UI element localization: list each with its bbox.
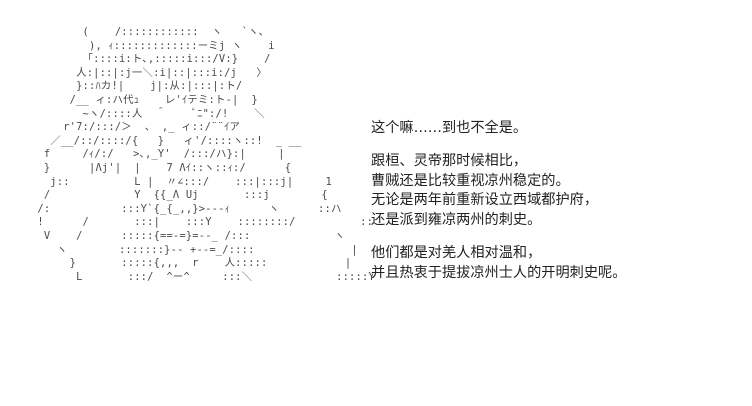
ascii-art-character: ( /:::::::::::: ヽ `ヽ、 ), ｨ:::::::::::::ー… bbox=[37, 26, 373, 283]
dialogue-paragraph: 跟桓、灵帝那时候相比， 曹贼还是比较重视凉州稳定的。 无论是两年前重新设立西域都… bbox=[371, 152, 741, 231]
dialogue-line: 这个嘛……到也不全是。 bbox=[371, 120, 528, 136]
dialogue-line: 还是派到雍凉两州的刺史。 bbox=[371, 212, 542, 229]
dialogue-paragraph: 这个嘛……到也不全是。 bbox=[371, 119, 741, 139]
dialogue-line: 无论是两年前重新设立西域都护府， bbox=[371, 192, 599, 209]
dialogue-line: 跟桓、灵帝那时候相比， bbox=[371, 152, 528, 169]
dialogue-line: 曹贼还是比较重视凉州稳定的。 bbox=[371, 172, 570, 189]
dialogue-paragraph: 他们都是对羌人相对温和， 并且热衷于提拔凉州士人的开明刺史呢。 bbox=[371, 244, 741, 284]
dialogue-line: 并且热衷于提拔凉州士人的开明刺史呢。 bbox=[371, 264, 627, 281]
dialogue-line: 他们都是对羌人相对温和， bbox=[371, 244, 542, 261]
dialogue-text: 这个嘛……到也不全是。 跟桓、灵帝那时候相比， 曹贼还是比较重视凉州稳定的。 无… bbox=[371, 119, 741, 297]
